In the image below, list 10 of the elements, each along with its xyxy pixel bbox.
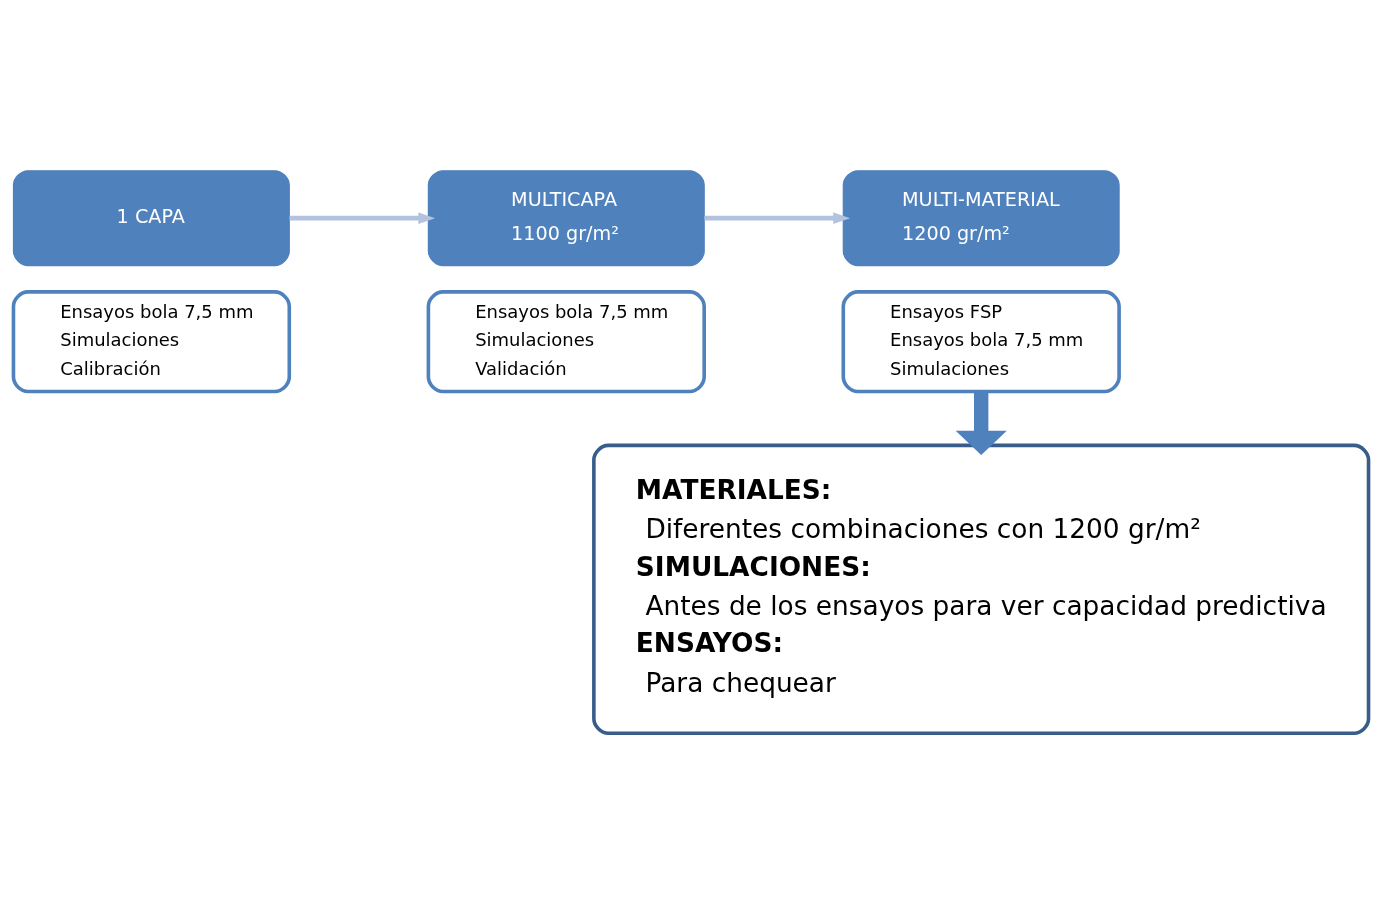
node-box: MULTICAPA 1100 gr/m² [427, 170, 705, 267]
node-box: Ensayos bola 7,5 mm Simulaciones Validación [426, 290, 706, 394]
arrow [955, 391, 1007, 456]
node-box: Ensayos FSP Ensayos bola 7,5 mm Simulaciones [841, 290, 1121, 394]
arrow [704, 212, 851, 225]
node-box: MULTI-MATERIAL 1200 gr/m² [842, 170, 1120, 267]
node-box: 1 CAPA [12, 170, 290, 267]
node-box: Ensayos bola 7,5 mm Simulaciones Calibración [11, 290, 292, 394]
arrow [289, 212, 436, 225]
node-box: MATERIALES: Diferentes combinaciones con 1200 gr/m² SIMULACIONES: Antes de los ensayos para ver capacidad predictiva ENSAYOS: Para chequear [592, 443, 1371, 735]
